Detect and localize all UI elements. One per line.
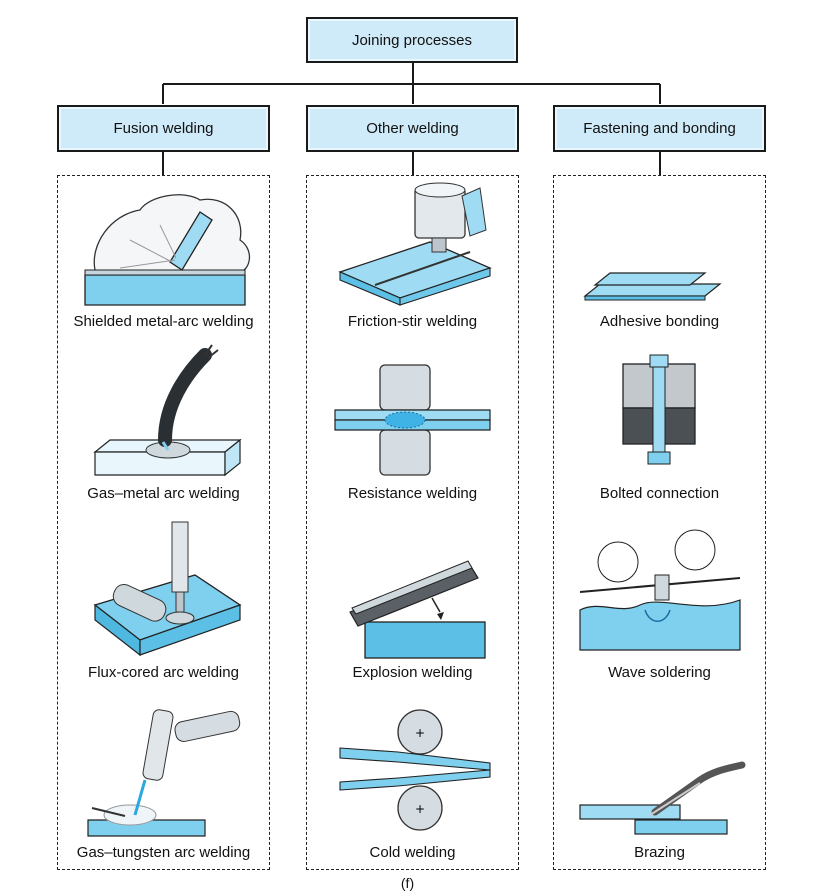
process-caption: Explosion welding: [352, 664, 473, 681]
bolted-illustration: [622, 354, 696, 465]
process-caption: Flux-cored arc welding: [88, 664, 239, 681]
process-caption: Gas–tungsten arc welding: [76, 844, 251, 861]
brazing-illustration: [579, 761, 746, 835]
category-label: Fastening and bonding: [583, 120, 736, 137]
cold-welding-illustration: + +: [339, 709, 491, 831]
root-node: Joining processes: [306, 17, 518, 63]
fcaw-illustration: [93, 521, 242, 657]
tree-connectors: [162, 62, 661, 175]
process-caption: Friction-stir welding: [347, 313, 478, 330]
resistance-illustration: [334, 364, 491, 476]
category-label: Other welding: [366, 120, 459, 137]
fastening-bonding-column: Adhesive bonding Bolted connection Wave …: [553, 175, 766, 870]
process-caption: Gas–metal arc welding: [87, 485, 240, 502]
smaw-illustration: [84, 194, 251, 306]
process-caption: Cold welding: [369, 844, 456, 861]
adhesive-illustration: [583, 272, 722, 301]
category-fastening-bonding: Fastening and bonding: [553, 105, 766, 152]
root-label: Joining processes: [351, 31, 473, 49]
svg-text:+: +: [415, 802, 425, 816]
gmaw-illustration: [93, 344, 242, 477]
other-welding-column: Friction-stir welding Resistance welding…: [306, 175, 519, 870]
explosion-illustration: [349, 560, 486, 659]
gtaw-illustration: [87, 709, 241, 837]
category-other-welding: Other welding: [306, 105, 519, 152]
process-caption: Resistance welding: [347, 485, 478, 502]
process-caption: Shielded metal-arc welding: [73, 313, 254, 330]
category-label: Fusion welding: [113, 120, 214, 137]
wave-soldering-illustration: [579, 529, 741, 651]
svg-text:+: +: [415, 726, 425, 740]
category-fusion-welding: Fusion welding: [57, 105, 270, 152]
process-caption: Wave soldering: [608, 664, 711, 681]
figure-label: (f): [400, 875, 415, 891]
friction-stir-illustration: [338, 182, 492, 306]
process-caption: Brazing: [634, 844, 685, 861]
process-caption: Bolted connection: [599, 485, 720, 502]
fusion-welding-column: Shielded metal-arc welding Gas–metal arc…: [57, 175, 270, 870]
process-caption: Adhesive bonding: [599, 313, 720, 330]
